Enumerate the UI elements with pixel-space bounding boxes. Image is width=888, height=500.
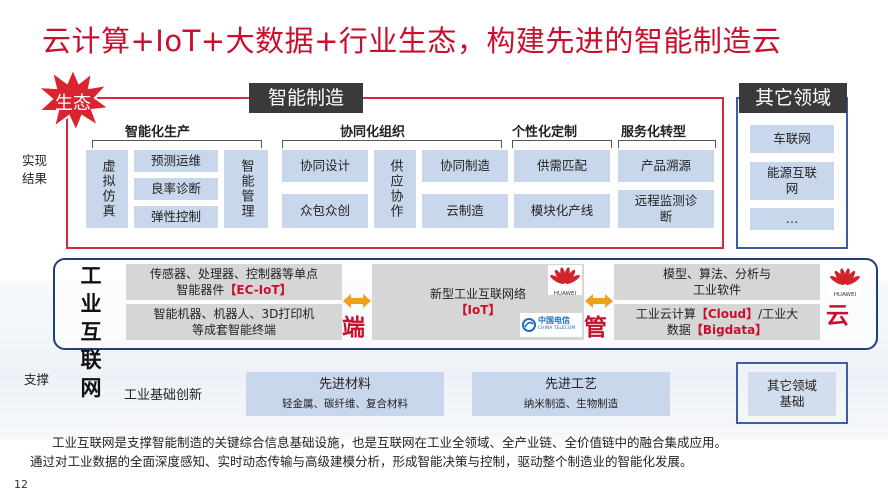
results-label: 实现结果	[22, 153, 48, 186]
box-collaborative-design: 协同设计	[282, 150, 368, 182]
data-text: 数据	[666, 323, 691, 337]
iiot-char-3: 互	[80, 320, 102, 344]
models-line1: 模型、算法、分析与	[662, 266, 771, 281]
description-line2: 通过对工业数据的全面深度感知、实时动态传输与高级建模分析，形成智能决策与控制，驱…	[30, 454, 693, 469]
iiot-char-4: 联	[80, 348, 102, 372]
box-remote-monitoring: 远程监测诊断	[618, 190, 714, 228]
single-point-line2: 智能器件【EC-IoT】	[176, 282, 291, 298]
box-crowdsourcing: 众包众创	[282, 194, 368, 228]
box-supply-collaboration: 供应协作	[374, 150, 416, 228]
iiot-char-2: 业	[80, 292, 102, 316]
bracket-collaborative-org	[282, 140, 502, 148]
smart-manufacturing-tag: 智能制造	[249, 83, 363, 113]
smart-devices-text: 智能器件	[176, 283, 225, 297]
china-telecom-logo: 中国电信 CHINA TELECOM	[520, 313, 582, 337]
box-predictive-ops: 预测运维	[134, 150, 218, 172]
materials-title: 先进材料	[318, 377, 371, 393]
box-product-traceability: 产品溯源	[618, 150, 714, 182]
box-ellipsis: …	[750, 208, 834, 230]
iot-label: 【IoT】	[455, 303, 501, 317]
category-collaborative-org: 协同化组织	[340, 125, 406, 140]
cloud-char: 云	[826, 303, 849, 329]
huawei-petals-icon	[830, 268, 860, 286]
huawei-logo: HUAWEI	[828, 266, 862, 298]
description-line1: 工业互联网是支撑智能制造的关键综合信息基础设施，也是互联网在工业全领域、全产业链…	[52, 435, 728, 450]
other-domains-tag: 其它领域	[739, 83, 847, 113]
telecom-cn-text: 中国电信	[538, 316, 570, 325]
category-smart-production: 智能化生产	[125, 125, 191, 140]
box-energy-internet: 能源互联网	[750, 162, 834, 200]
box-modular-production-line: 模块化产线	[514, 194, 610, 228]
box-smart-terminals: 智能机器、机器人、3D打印机 等成套智能终端	[126, 304, 342, 340]
terminal-char: 端	[342, 315, 365, 341]
support-label: 支撑	[24, 372, 50, 387]
iiot-char-5: 网	[80, 376, 102, 400]
cloud-label: 【Cloud】	[695, 306, 759, 321]
cloud-line1: 工业云计算【Cloud】/工业大	[636, 306, 798, 322]
ec-iot-label: 【EC-IoT】	[224, 283, 292, 297]
box-other-domain-basis: 其它领域基础	[748, 372, 836, 416]
huawei-logo-text: HUAWEI	[833, 292, 857, 298]
network-line1: 新型工业互联网络	[429, 286, 526, 301]
industrial-internet-label: 工 业 互 联 网	[74, 262, 108, 402]
double-arrow-icon	[585, 294, 613, 308]
cloud-line2: 数据【Bigdata】	[667, 322, 767, 338]
single-point-line1: 传感器、处理器、控制器等单点	[149, 266, 318, 281]
box-supply-demand-match: 供需匹配	[514, 150, 610, 182]
box-smart-management: 智能管理	[224, 150, 268, 228]
page-number: 12	[14, 478, 28, 491]
box-flexible-control: 弹性控制	[134, 206, 218, 228]
box-models-algorithms: 模型、算法、分析与 工业软件	[614, 264, 820, 300]
box-collaborative-manufacturing: 协同制造	[422, 150, 508, 182]
industrial-bigdata-text: /工业大	[758, 306, 799, 321]
bigdata-label: 【Bigdata】	[690, 323, 768, 337]
basic-innovation-label: 工业基础创新	[124, 388, 203, 403]
ecosystem-badge-label: 生态	[55, 93, 91, 114]
smart-terminals-line2: 等成套智能终端	[191, 323, 276, 337]
models-line2: 工业软件	[692, 283, 741, 297]
huawei-logo-text: HUAWEI	[553, 291, 577, 297]
category-service-transform: 服务化转型	[621, 125, 687, 140]
box-yield-diagnosis: 良率诊断	[134, 178, 218, 200]
box-virtual-simulation: 虚拟仿真	[86, 150, 128, 228]
double-arrow-icon	[343, 294, 371, 308]
other-basis-frame	[736, 362, 848, 424]
pipe-char: 管	[584, 315, 607, 341]
box-cloud-manufacturing: 云制造	[422, 194, 508, 228]
page-title: 云计算+IoT+大数据+行业生态，构建先进的智能制造云	[42, 24, 782, 58]
box-advanced-process: 先进工艺 纳米制造、生物制造	[472, 372, 670, 416]
huawei-petals-icon	[550, 267, 580, 285]
telecom-en-text: CHINA TELECOM	[538, 326, 576, 331]
process-subtitle: 纳米制造、生物制造	[523, 397, 619, 410]
bracket-service-transform	[618, 140, 716, 148]
industrial-cloud-text: 工业云计算	[635, 306, 696, 321]
box-vehicle-network: 车联网	[750, 125, 834, 153]
china-telecom-swirl-icon	[522, 318, 536, 332]
ecosystem-starburst-icon	[36, 68, 110, 132]
bracket-personalized-custom	[512, 140, 612, 148]
smart-terminals-line1: 智能机器、机器人、3D打印机	[153, 306, 315, 321]
box-cloud-bigdata: 工业云计算【Cloud】/工业大 数据【Bigdata】	[614, 304, 820, 340]
huawei-logo: HUAWEI	[548, 265, 582, 297]
iiot-char-1: 工	[80, 264, 102, 288]
category-personalized-custom: 个性化定制	[512, 125, 578, 140]
process-title: 先进工艺	[544, 377, 597, 393]
bracket-smart-production	[92, 140, 262, 148]
smart-manufacturing-frame	[66, 97, 724, 249]
box-advanced-materials: 先进材料 轻金属、碳纤维、复合材料	[246, 372, 444, 416]
materials-subtitle: 轻金属、碳纤维、复合材料	[282, 397, 408, 410]
box-single-point-devices: 传感器、处理器、控制器等单点 智能器件【EC-IoT】	[126, 264, 342, 300]
